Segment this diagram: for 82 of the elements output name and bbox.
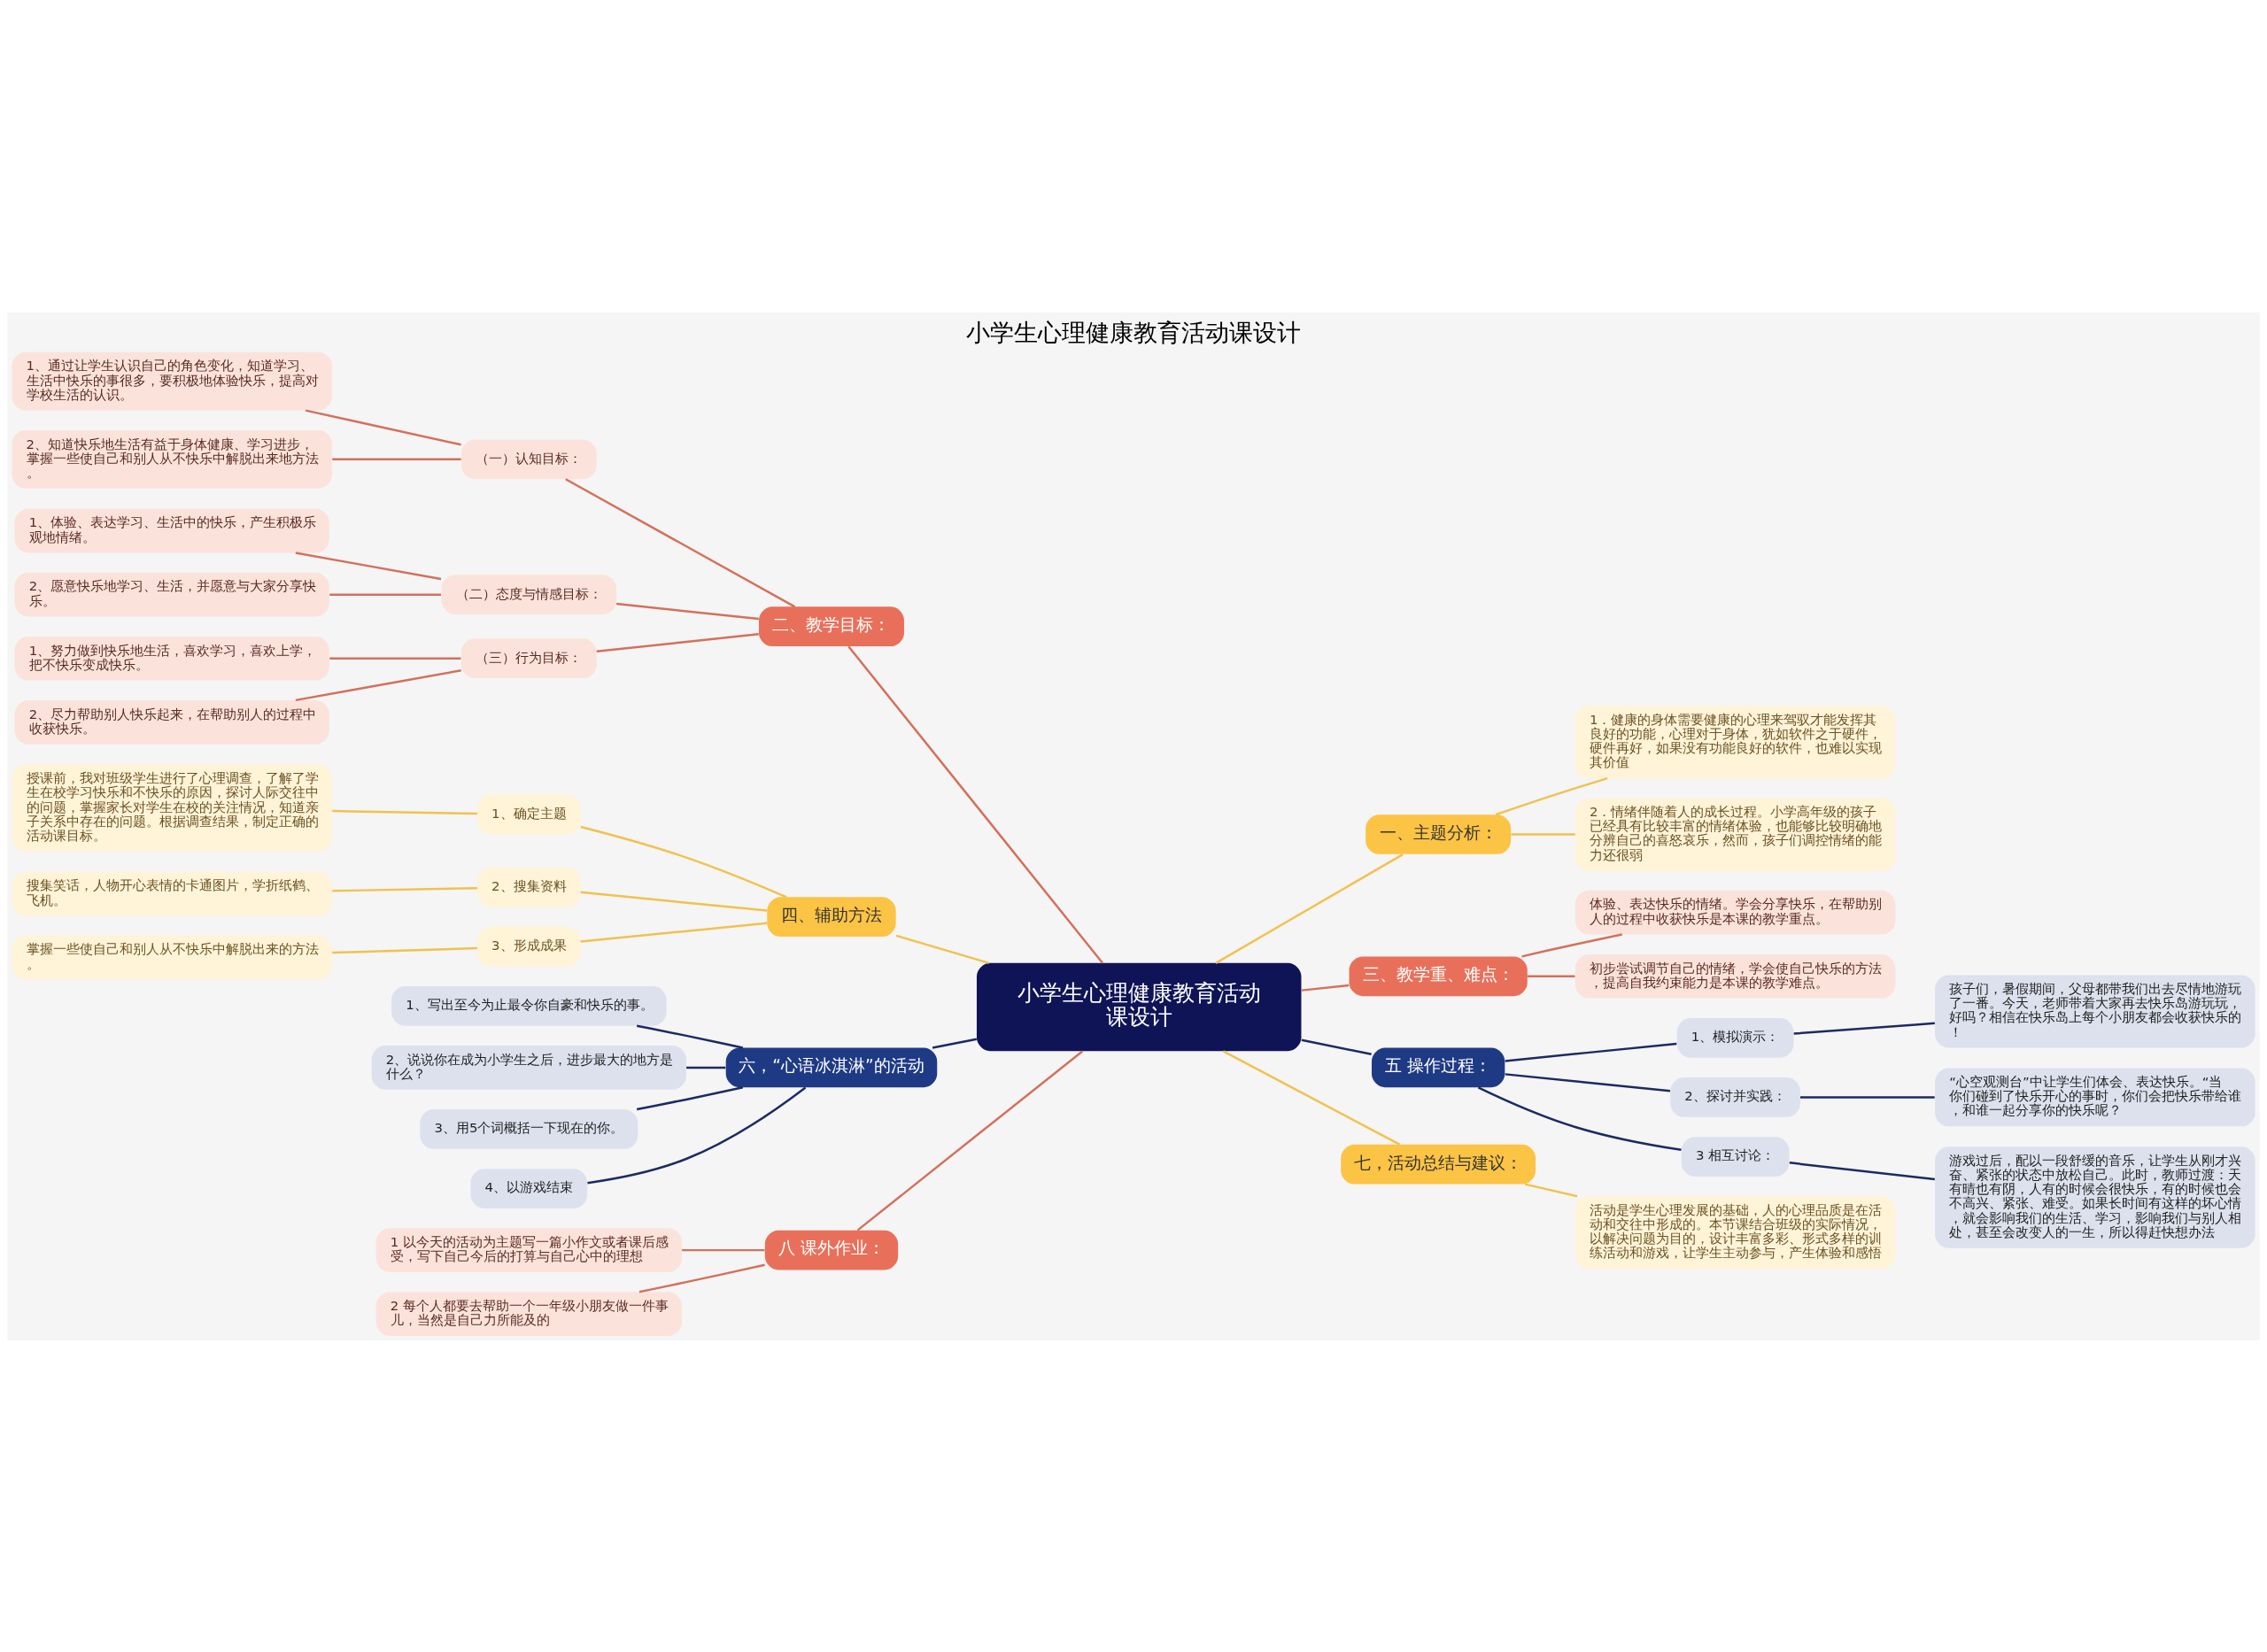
node-box: 体验、表达快乐的情绪。学会分享快乐，在帮助别人的过程中收获快乐是本课的教学重点。: [1575, 890, 1896, 935]
connector: [1789, 1161, 1935, 1180]
node-box: 四、辅助方法: [767, 896, 896, 937]
node-box: 六，“心语冰淇淋”的活动: [725, 1047, 938, 1087]
connector: [1505, 1072, 1671, 1092]
node-box: 1、写出至今为止最令你自豪和快乐的事。: [391, 985, 667, 1026]
connector: [587, 1085, 807, 1184]
connector: [895, 934, 989, 964]
node-box: 2、愿意快乐地学习、生活，并愿意与大家分享快乐。: [14, 572, 329, 616]
connector: [686, 1066, 726, 1069]
connector: [1800, 1095, 1935, 1099]
connector: [1524, 1182, 1578, 1197]
node-box: 孩子们，暑假期间，父母都带我们出去尽情地游玩了一番。今天，老师带着大家再去快乐岛游玩玩，好吗？相信在快乐岛上每个小朋友都会收获快乐的！: [1935, 975, 2255, 1048]
connector: [1301, 984, 1350, 992]
connector: [636, 1085, 744, 1110]
node-box: （二）态度与情感目标：: [441, 574, 617, 614]
connector: [1215, 853, 1404, 964]
node-box: 4、以游戏结束: [470, 1168, 588, 1208]
node-box: 1．健康的身体需要健康的心理来驾驭才能发挥其良好的功能，心理对于身体，犹如软件之于硬件，硬件再好，如果没有功能良好的软件，也难以实现其价值: [1575, 705, 1896, 778]
node-box: 二、教学目标：: [758, 606, 904, 646]
node-box: 三、教学重、难点：: [1349, 955, 1528, 996]
node-box: 五 操作过程：: [1371, 1047, 1505, 1087]
node-box: 2．情绪伴随着人的成长过程。小学高年级的孩子已经具有比较丰富的情绪体验，也能够比较明确地分辨自己的喜怒哀乐，然而，孩子们调控情绪的能力还很弱: [1575, 798, 1896, 870]
connector: [295, 668, 461, 701]
connector: [1511, 832, 1575, 836]
node-box: 1、努力做到快乐地生活，喜欢学习，喜欢上学，把不快乐变成快乐。: [14, 636, 329, 681]
node-box: 2、说说你在成为小学生之后，进步最大的地方是什么？: [371, 1045, 686, 1090]
connector: [565, 477, 796, 607]
connector: [1793, 1022, 1935, 1035]
node-box: 2、搜集资料: [476, 867, 581, 907]
connector: [1477, 1085, 1682, 1151]
node-box: 2 每个人都要去帮助一个一年级小朋友做一件事儿，当然是自己力所能及的: [375, 1291, 682, 1336]
connector: [332, 809, 477, 814]
node-box: 3 相互讨论：: [1681, 1136, 1790, 1177]
node-box: 3、用5个词概括一下现在的你。: [420, 1108, 638, 1149]
node-box: 3、形成成果: [476, 926, 581, 967]
connector: [638, 1263, 765, 1293]
node-box: 授课前，我对班级学生进行了心理调查，了解了学生在校学习快乐和不快乐的原因，探讨人际交往中的问题，掌握家长对学生在校的关注情况，知道亲子关系中存在的问题。根据调查结果，制定正确的活动课目标。: [12, 764, 332, 852]
connector: [305, 408, 461, 445]
node-box: 1、确定主题: [476, 794, 581, 834]
connector: [1521, 932, 1622, 958]
connector: [332, 946, 477, 953]
node-box: 1、通过让学生认识自己的角色变化，知道学习、生活中快乐的事很多，要积极地体验快乐，提高对学校生活的认识。: [12, 351, 332, 411]
connector: [932, 1037, 978, 1049]
node-box: 2、知道快乐地生活有益于身体健康、学习进步，掌握一些使自己和别人从不快乐中解脱出来地方法。: [12, 429, 332, 489]
node-box: 1、模拟演示：: [1676, 1017, 1794, 1058]
node-box: 掌握一些使自己和别人从不快乐中解脱出来的方法。: [12, 935, 332, 979]
node-box: 八 课外作业：: [764, 1230, 899, 1270]
node-box: 初步尝试调节自己的情绪，学会使自己快乐的方法，提高自我约束能力是本课的教学难点。: [1575, 953, 1896, 999]
node-box: 游戏过后，配以一段舒缓的音乐，让学生从刚才兴奋、紧张的状态中放松自己。此时，教师过渡：天有晴也有阴，人有的时候会很快乐，有的时候也会不高兴、紧张、难受。如果长时间有这样的坏心情，就会影响我们的生活、学习，影响我们与别人相处，甚至会改变人的一生，所以得赶快想办法: [1935, 1146, 2255, 1248]
node-box: 七，活动总结与建议：: [1341, 1144, 1536, 1185]
node-box: （一）认知目标：: [460, 439, 597, 479]
node-box: “心空观测台”中让学生们体会、表达快乐。“当你们碰到了快乐开心的事时，你们会把快乐带给谁，和谁一起分享你的快乐呢？: [1935, 1068, 2255, 1126]
node-box: 一、主题分析：: [1366, 814, 1512, 854]
connector: [1495, 776, 1608, 815]
connector: [329, 657, 461, 660]
connector: [1527, 975, 1575, 977]
connector: [580, 825, 787, 898]
connector: [1222, 1049, 1400, 1146]
connector: [332, 886, 477, 892]
diagram-title: 小学生心理健康教育活动课设计: [966, 318, 1301, 346]
node-box: 2、探讨并实践：: [1670, 1077, 1800, 1117]
connector: [295, 551, 442, 580]
connector: [1505, 1042, 1677, 1062]
connector: [329, 592, 442, 596]
connector: [580, 922, 768, 943]
node-box: 搜集笑话，人物开心表情的卡通图片，学折纸鹤、飞机。: [12, 871, 332, 915]
connector: [580, 891, 768, 912]
node-box: 1 以今天的活动为主题写一篇小作文或者课后感受，写下自己今后的打算与自己心中的理想: [375, 1227, 682, 1272]
connector: [847, 645, 1104, 964]
node-box: 1、体验、表达学习、生活中的快乐，产生积极乐观地情绪。: [14, 508, 329, 552]
node-box: 2、尽力帮助别人快乐起来，在帮助别人的过程中收获快乐。: [14, 699, 329, 745]
connector: [1301, 1038, 1372, 1055]
connector: [856, 1050, 1084, 1231]
node-box: 活动是学生心理发展的基础，人的心理品质是在活动和交往中形成的。本节课结合班级的实际情况，以解决问题为目的，设计丰富多彩、形式多样的训练活动和游戏，让学生主动参与，产生体验和感悟: [1575, 1195, 1896, 1269]
connector: [636, 1024, 744, 1049]
connector: [332, 458, 461, 460]
node-box: （三）行为目标：: [460, 637, 597, 678]
node-box: 小学生心理健康教育活动课设计: [976, 962, 1302, 1051]
connector: [682, 1248, 765, 1251]
connector: [616, 602, 759, 620]
connector: [596, 632, 759, 652]
